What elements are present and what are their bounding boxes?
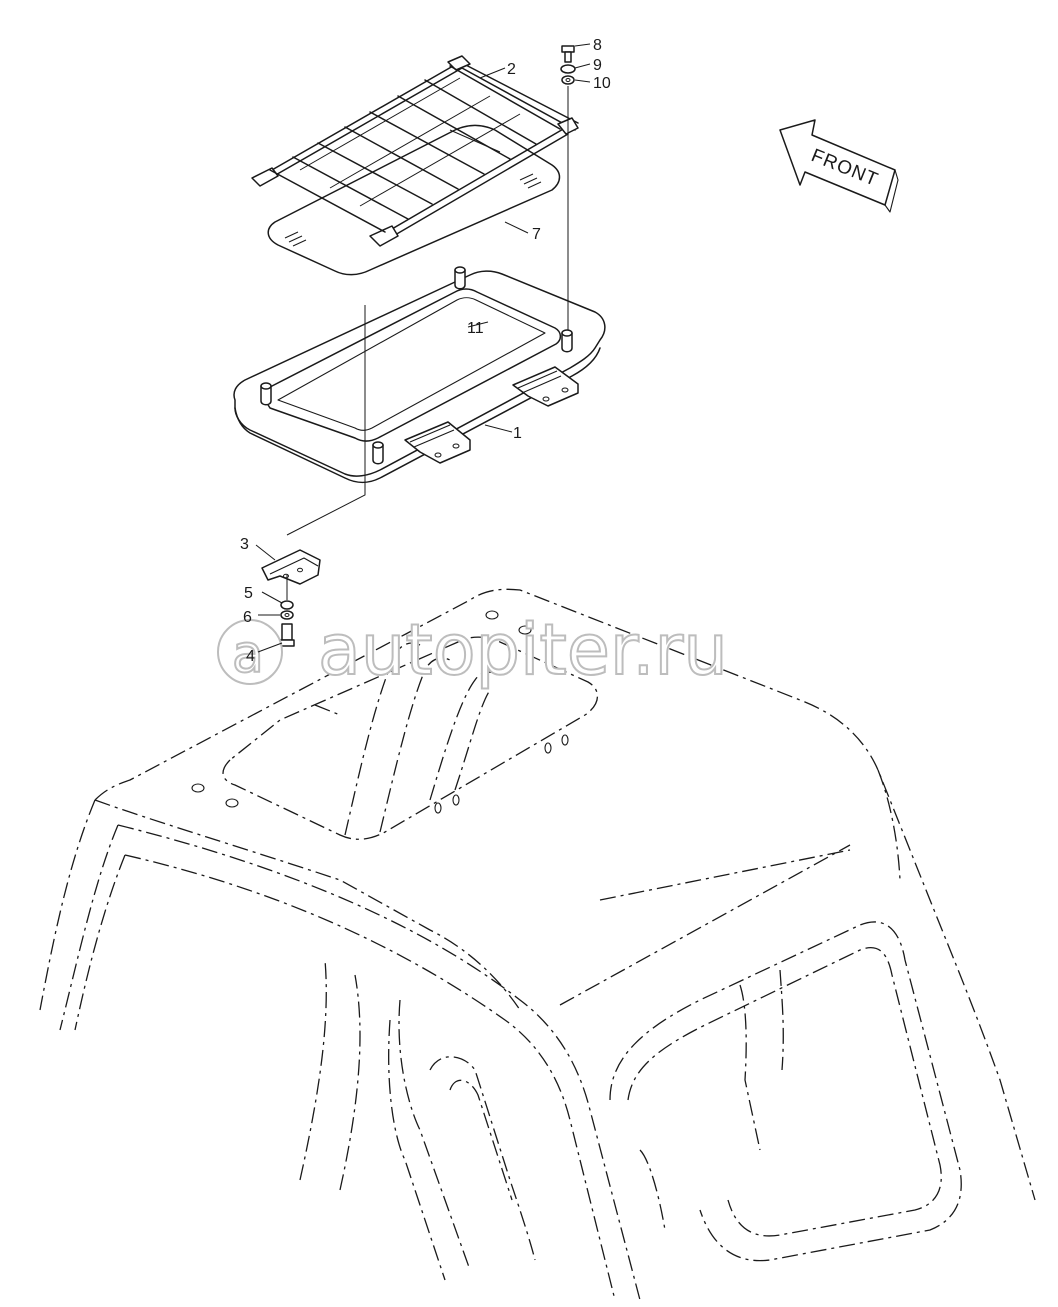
fasteners-upper (560, 45, 576, 330)
hatch-frame (233, 266, 606, 484)
watermark-text: autopiter.ru (318, 609, 728, 691)
hatch-guard (251, 55, 579, 247)
callout-1: 1 (513, 425, 522, 442)
front-direction-arrow: FRONT (779, 119, 899, 213)
watermark: a autopiter.ru (217, 608, 729, 692)
svg-text:a: a (232, 625, 264, 685)
callout-10: 10 (593, 75, 611, 92)
callout-4: 4 (246, 648, 255, 665)
callout-7: 7 (532, 226, 541, 243)
callout-11: 11 (467, 320, 484, 337)
hatch-glass (267, 124, 561, 276)
callout-3: 3 (240, 536, 249, 553)
cab-roof-outline (39, 588, 1036, 1301)
callout-leaders (255, 43, 591, 653)
callout-8: 8 (593, 37, 602, 54)
callout-numbers: 1 2 3 4 5 6 7 8 9 10 11 (240, 37, 611, 665)
callout-2: 2 (507, 61, 516, 78)
watermark-logo-icon (217, 619, 283, 685)
callout-5: 5 (244, 585, 253, 602)
bracket-3 (261, 549, 321, 585)
fasteners-lower (279, 305, 366, 647)
callout-9: 9 (593, 57, 602, 74)
callout-6: 6 (243, 609, 252, 626)
